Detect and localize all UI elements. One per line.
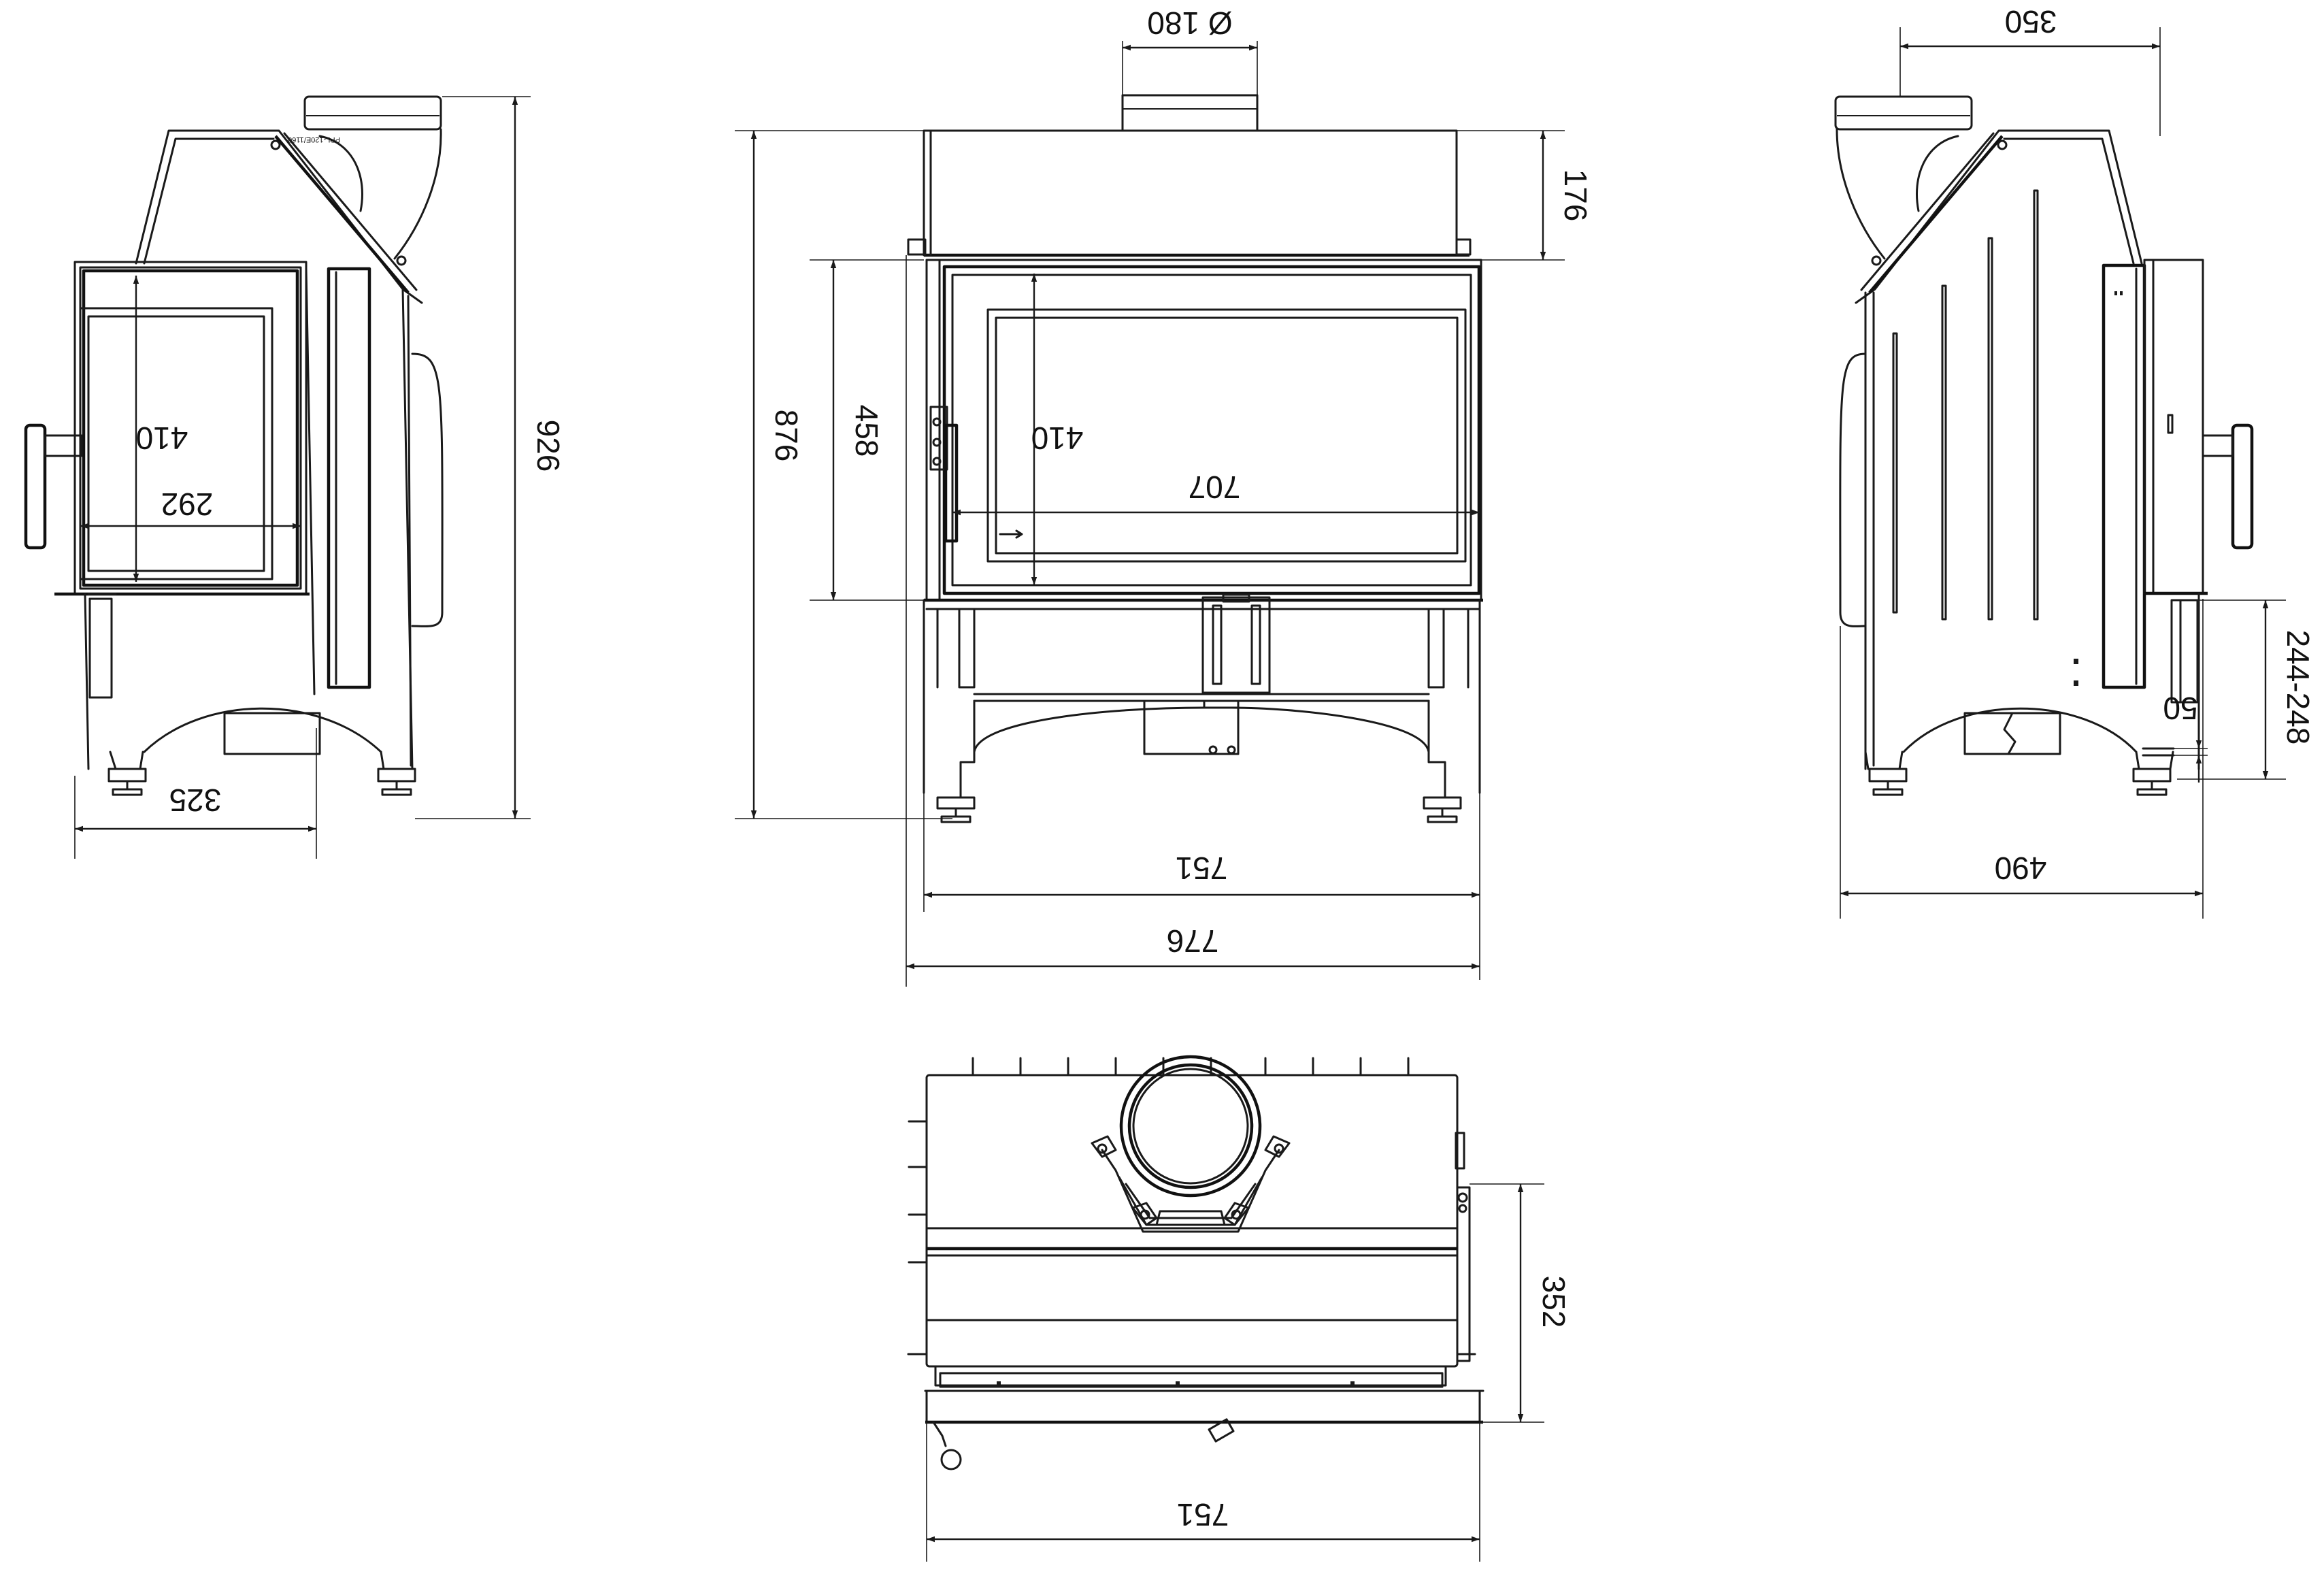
hood-front — [907, 129, 1472, 257]
dim-label-325: 325 — [169, 783, 222, 818]
flue-collar-right — [1834, 95, 1973, 260]
hood-right — [1855, 129, 2143, 304]
base-left — [54, 592, 416, 796]
base-front — [923, 593, 1483, 823]
dim-label-410-left: 410 — [136, 421, 188, 456]
latch-front — [929, 406, 1023, 543]
front-view: Ø 180 876 458 410 176 707 — [735, 5, 1593, 987]
door-front — [925, 259, 1482, 602]
door-handle-right — [2202, 423, 2254, 550]
dim-front-width-751: 751 — [923, 793, 1480, 980]
dim-top-depth: 352 — [1470, 1183, 1572, 1423]
dim-label-50: 50 — [2163, 691, 2197, 726]
dim-front-top-height: 176 — [1457, 130, 1593, 261]
door-frame-left — [73, 261, 308, 595]
dim-label-flue: Ø 180 — [1147, 5, 1232, 41]
dim-label-292: 292 — [161, 487, 214, 522]
dim-front-glass-height: 410 — [1031, 274, 1084, 585]
dim-left-door-height: 410 — [133, 276, 188, 582]
top-flue-ring — [1091, 1055, 1291, 1233]
dim-right-top-depth: 350 — [1899, 4, 2161, 136]
dim-top-width: 751 — [926, 1422, 1480, 1562]
right-side-view: 350 244-248 50 490 — [1834, 4, 2316, 919]
base-right — [1864, 592, 2200, 796]
top-view: 352 751 — [907, 1055, 1572, 1562]
left-side-view: PPL-120E/1160 — [24, 95, 566, 859]
door-handle-left — [24, 423, 83, 550]
dim-right-depth: 490 — [1840, 599, 2204, 919]
dim-label-458: 458 — [849, 405, 884, 457]
dim-label-707: 707 — [1189, 470, 1241, 505]
dim-left-depth: 325 — [74, 728, 317, 859]
dim-label-751-top: 751 — [1177, 1497, 1229, 1532]
dim-left-height: 926 — [415, 96, 566, 819]
dim-front-door-height: 458 — [810, 259, 924, 601]
dim-label-926: 926 — [531, 420, 566, 472]
dim-label-350: 350 — [2005, 4, 2057, 39]
dim-front-width-776: 776 — [906, 255, 1480, 987]
plate-label: PPL-120E/1160 — [288, 135, 340, 144]
flue-collar-left — [303, 95, 442, 260]
body-right — [1839, 189, 2208, 770]
dim-right-inlet-dia: 50 — [2163, 691, 2208, 783]
dim-front-total-height: 876 — [735, 130, 952, 819]
dim-label-244-248: 244-248 — [2280, 630, 2316, 745]
flue-front — [1121, 94, 1259, 132]
dim-label-876: 876 — [769, 410, 804, 462]
dim-front-glass-width: 707 — [952, 470, 1480, 516]
dim-flue-diameter: Ø 180 — [1122, 5, 1258, 95]
dim-label-410-front: 410 — [1031, 421, 1084, 456]
dim-label-490: 490 — [1995, 851, 2047, 886]
dim-label-776: 776 — [1167, 923, 1219, 959]
dim-right-inlet-height: 244-248 — [2177, 599, 2316, 780]
dim-label-751-front: 751 — [1176, 851, 1228, 886]
dim-label-352: 352 — [1536, 1276, 1572, 1328]
top-hood-left: PPL-120E/1160 — [135, 129, 423, 304]
top-body — [907, 1074, 1484, 1470]
side-casing-left — [305, 267, 444, 770]
top-pins — [908, 1057, 1410, 1264]
dim-label-176: 176 — [1558, 169, 1593, 222]
dim-left-glass-width: 292 — [80, 487, 301, 529]
